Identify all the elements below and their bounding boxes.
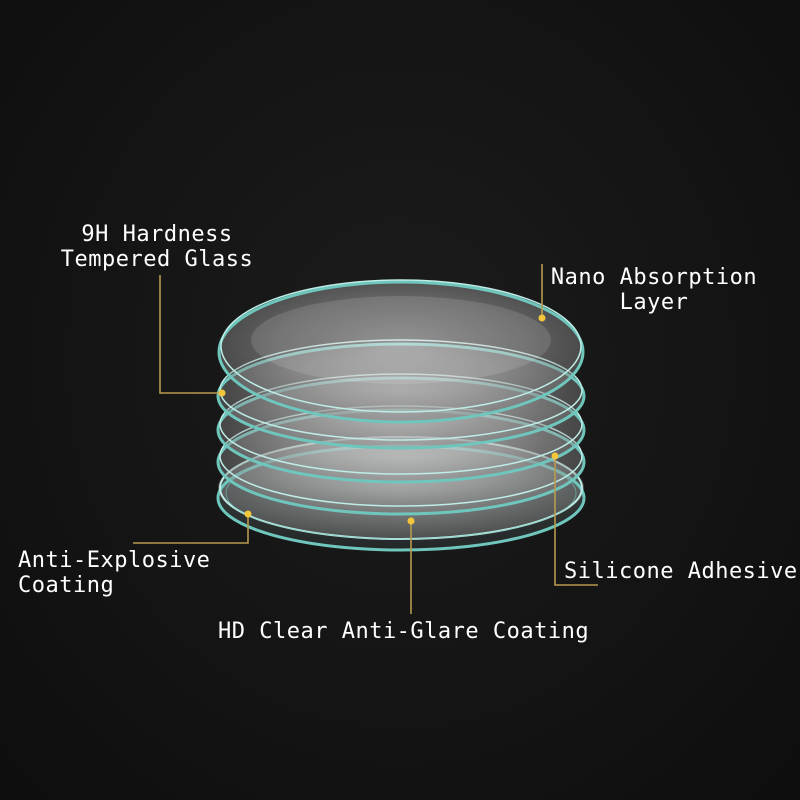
- leader-tempered-glass: [159, 275, 222, 394]
- layer-disc-1: [217, 279, 585, 424]
- label-nano-absorption: Nano Absorption Layer: [546, 265, 762, 315]
- label-anti-explosive-line1: Anti-Explosive: [18, 548, 211, 573]
- leader-silicone-adhesive: [554, 456, 598, 586]
- label-hd-clear: HD Clear Anti-Glare Coating: [218, 619, 589, 644]
- label-tempered-glass-line1: 9H Hardness: [81, 222, 233, 247]
- label-anti-explosive: Anti-Explosive Coating: [18, 548, 210, 598]
- label-tempered-glass-line2: Tempered Glass: [60, 247, 254, 272]
- dot-hd-clear: [407, 517, 415, 525]
- leader-lines: [133, 264, 598, 614]
- label-nano-absorption-line1: Nano Absorption: [550, 265, 758, 290]
- anchor-dots: [218, 314, 559, 525]
- label-tempered-glass: 9H Hardness Tempered Glass: [52, 222, 262, 272]
- dot-silicone-adhesive: [551, 452, 559, 460]
- label-hd-clear-text: HD Clear Anti-Glare Coating: [218, 619, 590, 644]
- label-nano-absorption-line2: Layer: [619, 290, 689, 315]
- leader-anti-explosive: [133, 514, 249, 544]
- label-anti-explosive-line2: Coating: [18, 573, 115, 598]
- dot-nano-absorption: [538, 314, 546, 322]
- dot-anti-explosive: [244, 510, 252, 518]
- label-silicone-adhesive: Silicone Adhesive: [564, 559, 798, 584]
- dot-tempered-glass: [218, 389, 226, 397]
- label-silicone-adhesive-text: Silicone Adhesive: [564, 559, 798, 584]
